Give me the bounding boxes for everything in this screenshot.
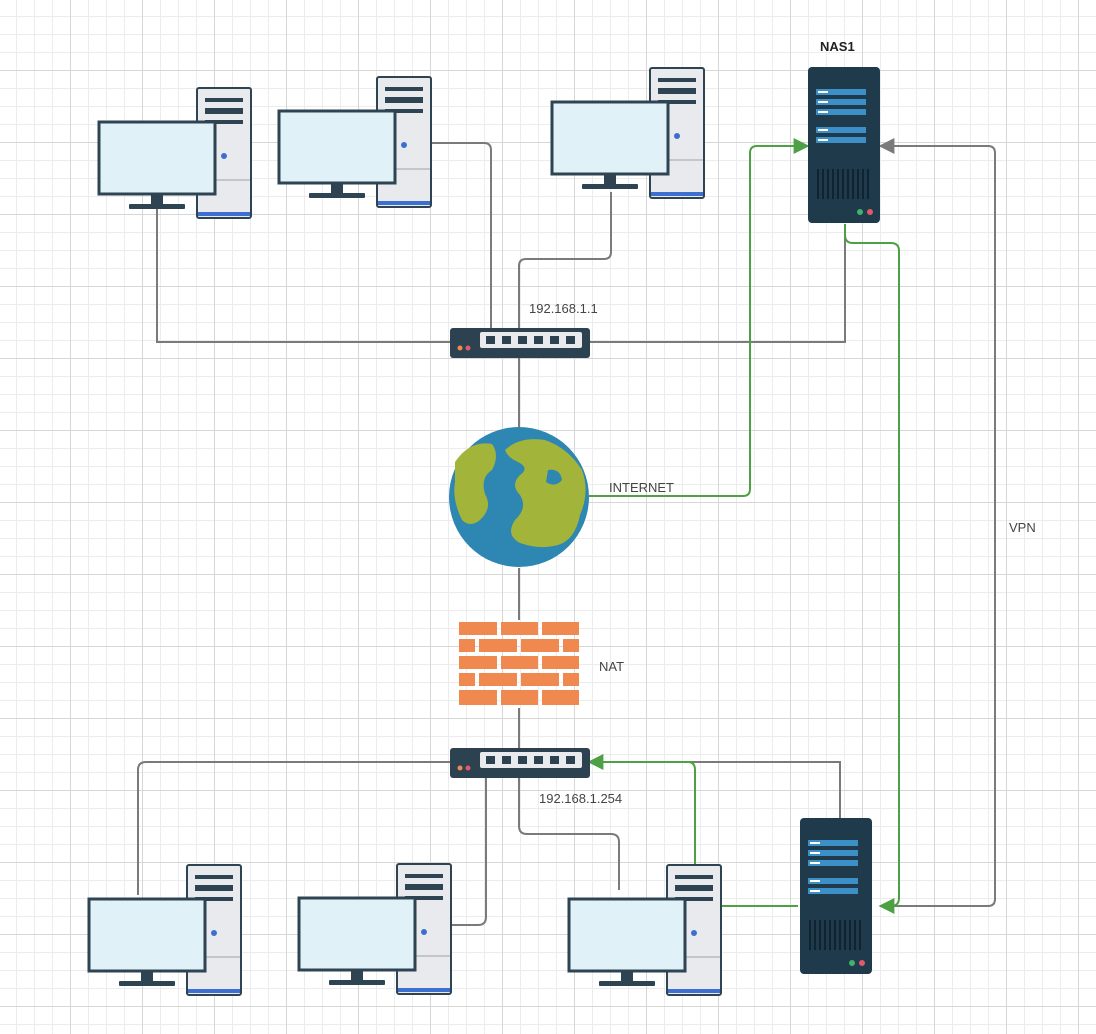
desktop-computer-icon[interactable]: [297, 862, 453, 996]
desktop-computer-icon[interactable]: [97, 86, 253, 220]
gray-links: [137, 138, 996, 926]
desktop-computer-icon[interactable]: [87, 863, 243, 997]
network-switch-icon[interactable]: [450, 748, 590, 778]
link-pc5-switch-bottom: [432, 776, 487, 926]
desktop-computer-icon[interactable]: [550, 66, 706, 200]
nat-label: NAT: [599, 659, 625, 674]
desktop-computer-icon[interactable]: [567, 863, 723, 997]
link-nas2-switch-bottom: [589, 761, 841, 818]
vpn-label: VPN: [1009, 520, 1036, 535]
green-links: [587, 138, 900, 914]
router-bottom-ip-label: 192.168.1.254: [539, 791, 623, 806]
network-switch-icon[interactable]: [450, 328, 590, 358]
internet-label: INTERNET: [609, 480, 674, 495]
globe-icon[interactable]: [449, 427, 589, 567]
nas1-label: NAS1: [820, 39, 855, 54]
link-internet-nas1: [589, 138, 810, 497]
link-pc1-switch-top: [156, 208, 450, 343]
server-icon[interactable]: [807, 66, 881, 224]
link-pc3-switch-top: [518, 192, 612, 328]
server-icon[interactable]: [799, 817, 873, 975]
link-nas1-nas2: [844, 224, 900, 914]
desktop-computer-icon[interactable]: [277, 75, 433, 209]
link-vpn: [878, 138, 996, 907]
firewall-icon[interactable]: [459, 622, 579, 705]
link-nas1-switch-top: [589, 224, 846, 343]
link-pc6-switch-bottom: [518, 776, 620, 890]
link-pc4-switch-bottom: [137, 761, 450, 895]
link-pc2-switch-top: [432, 142, 492, 328]
router-top-ip-label: 192.168.1.1: [529, 301, 598, 316]
